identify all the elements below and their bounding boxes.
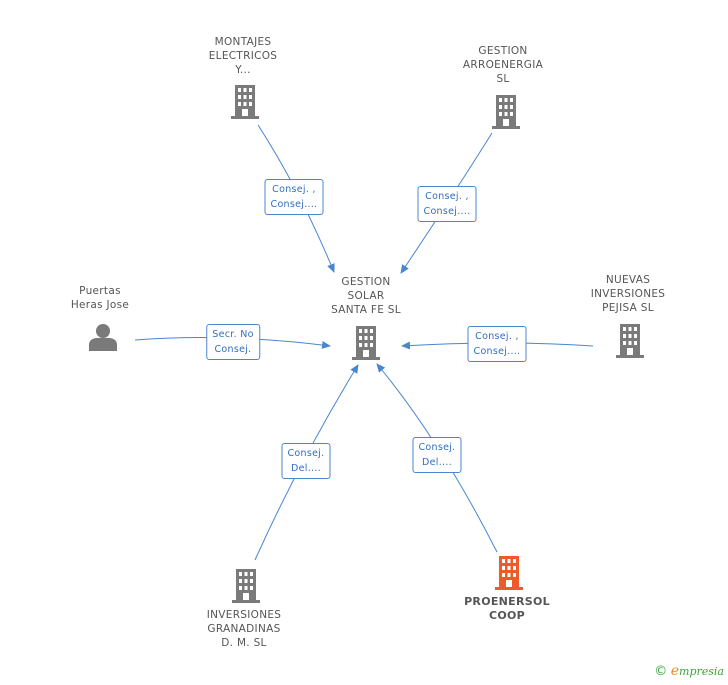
empresia-logo[interactable]: © empresia [654, 663, 724, 679]
brand-e: e [670, 663, 680, 679]
building-icon[interactable] [231, 85, 259, 123]
building-icon-highlighted[interactable] [495, 556, 523, 594]
node-label-proenersol[interactable]: PROENERSOL COOP [464, 595, 550, 622]
edge-label-puertas[interactable]: Secr. No Consej. [206, 324, 260, 360]
node-label-montajes[interactable]: MONTAJES ELECTRICOS Y... [208, 36, 278, 76]
edge-label-inversiones[interactable]: Consej. Del.... [281, 443, 331, 479]
edge-label-proenersol[interactable]: Consej. Del.... [412, 437, 462, 473]
node-label-puertas-heras-jose[interactable]: Puertas Heras Jose [70, 285, 130, 311]
node-label-gestion-solar[interactable]: GESTION SOLAR SANTA FE SL [331, 276, 401, 316]
brand-name: mpresia [679, 665, 724, 678]
node-label-inversiones-granadinas[interactable]: INVERSIONES GRANADINAS D. M. SL [206, 609, 282, 649]
edge-label-montajes[interactable]: Consej. , Consej.... [264, 179, 324, 215]
building-icon[interactable] [616, 324, 644, 362]
copyright-symbol: © [654, 664, 668, 679]
building-icon[interactable] [352, 326, 380, 364]
building-icon[interactable] [492, 95, 520, 133]
person-icon[interactable] [89, 323, 117, 355]
edge-label-gestion-arroenergia[interactable]: Consej. , Consej.... [417, 186, 477, 222]
edge-label-nuevas[interactable]: Consej. , Consej.... [467, 326, 527, 362]
node-label-gestion-arroenergia[interactable]: GESTION ARROENERGIA SL [462, 45, 544, 85]
node-label-nuevas-inversiones[interactable]: NUEVAS INVERSIONES PEJISA SL [590, 274, 666, 314]
building-icon[interactable] [232, 569, 260, 607]
